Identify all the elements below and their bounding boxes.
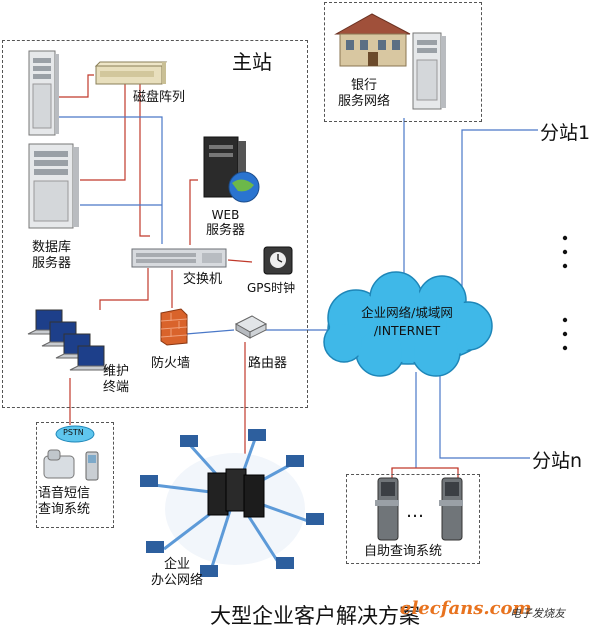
maint-terminal-label-line2: 终端 xyxy=(103,380,130,395)
kiosk-frame xyxy=(346,474,480,564)
web-server-label: WEB 服务器 xyxy=(206,207,245,239)
switch-icon xyxy=(130,245,230,275)
disk-array-label: 磁盘阵列 xyxy=(133,90,186,105)
watermark-site: elecfans.com xyxy=(400,598,532,619)
laptop-group-icon xyxy=(18,308,110,390)
pstn-frame xyxy=(36,422,114,528)
bank-label: 银行 服务网络 xyxy=(326,78,402,110)
disk-array-icon xyxy=(92,58,168,92)
bank-building-icon xyxy=(332,10,414,72)
diagram-caption: 大型企业客户解决方案 xyxy=(210,604,420,628)
office-label-line2: 办公网络 xyxy=(150,573,203,588)
office-label-line1: 企业 xyxy=(163,557,190,572)
kiosk-label: 自助查询系统 xyxy=(364,544,443,559)
pstn-label-line2: 查询系统 xyxy=(38,502,91,517)
substation-ellipsis-dots xyxy=(560,232,570,356)
cloud-label-line2: /INTERNET xyxy=(373,323,441,338)
main-station-title: 主站 xyxy=(232,50,272,74)
db-server-label-line1: 数据库 xyxy=(32,240,72,255)
router-icon xyxy=(232,314,268,344)
maint-terminal-label-line1: 维护 xyxy=(103,364,130,379)
kiosk-ellipsis: … xyxy=(406,501,424,522)
pstn-badge: PSTN xyxy=(63,428,84,437)
web-server-label-line1: WEB xyxy=(211,208,240,222)
web-server-icon xyxy=(198,135,268,209)
network-cloud-icon xyxy=(316,270,498,386)
bank-server-icon xyxy=(412,32,448,114)
phone-icon xyxy=(42,448,104,486)
bank-label-line2: 服务网络 xyxy=(337,94,390,109)
kiosk-icon-2 xyxy=(436,476,466,546)
db-server-tower-icon-1 xyxy=(28,50,60,140)
db-server-tower-icon-2 xyxy=(28,143,82,233)
pstn-cloud-icon xyxy=(55,425,95,447)
gps-clock-label: GPS时钟 xyxy=(247,281,296,295)
substation-n-label: 分站n xyxy=(532,450,583,472)
cloud-label-line1: 企业网络/城域网 xyxy=(361,305,453,320)
cloud-label: 企业网络/城域网 /INTERNET xyxy=(344,304,470,340)
office-label: 企业 办公网络 xyxy=(147,557,207,589)
bank-label-line1: 银行 xyxy=(350,78,377,93)
substation-1-label: 分站1 xyxy=(540,122,591,144)
db-server-label-line2: 服务器 xyxy=(32,256,72,271)
office-network-icon xyxy=(130,425,340,599)
router-label: 路由器 xyxy=(248,356,288,371)
gps-clock-icon xyxy=(263,246,295,280)
web-server-label-line2: 服务器 xyxy=(206,223,246,238)
pstn-label-line1: 语音短信 xyxy=(38,486,91,501)
bank-frame xyxy=(324,2,482,122)
switch-label: 交换机 xyxy=(183,272,223,287)
firewall-label: 防火墙 xyxy=(151,356,191,371)
maint-terminal-label: 维护 终端 xyxy=(103,364,129,396)
watermark-cn: 电子发烧友 xyxy=(510,607,565,620)
db-server-label: 数据库 服务器 xyxy=(32,240,71,272)
pstn-label: 语音短信 查询系统 xyxy=(38,486,90,518)
firewall-icon xyxy=(159,307,189,351)
kiosk-icon-1 xyxy=(372,476,402,546)
main-station-frame xyxy=(2,40,308,408)
